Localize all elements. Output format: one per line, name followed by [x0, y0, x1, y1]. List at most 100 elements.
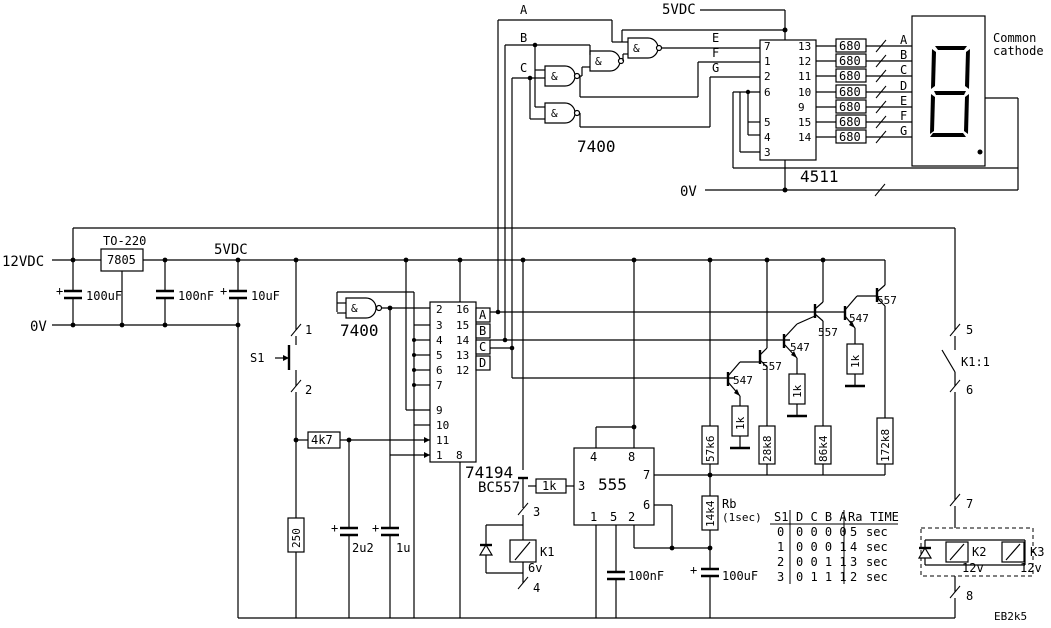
ic-4511: [759, 39, 817, 161]
ic-74194: [429, 301, 477, 463]
pin-label: 13: [798, 40, 811, 53]
resistor-label: 250: [290, 528, 303, 548]
pin-label: 12: [798, 55, 811, 68]
resistor-680: 680: [839, 100, 861, 114]
pin-label: 11: [436, 434, 449, 447]
segment-labels: A B C D E F G: [900, 33, 908, 138]
pin-label: 9: [436, 404, 443, 417]
line-label-e: E: [712, 31, 719, 45]
segment-label: C: [900, 63, 907, 77]
relay-contact-label: K1:1: [961, 355, 990, 369]
segment-label: E: [900, 94, 907, 108]
gate-symbol: &: [595, 55, 602, 68]
gate-symbol: &: [551, 70, 558, 83]
table-header: S1: [774, 510, 788, 524]
pin-label: 1: [436, 449, 443, 462]
gate-symbol: &: [351, 302, 358, 315]
relay-k2-k3-module: [920, 527, 1034, 577]
resistor-label: 86k4: [817, 435, 830, 462]
pin-label: 6: [436, 364, 443, 377]
resistor-680: 680: [839, 54, 861, 68]
pin-label: 1: [590, 510, 597, 524]
resistor-680: 680: [839, 39, 861, 53]
table-cell: sec: [866, 570, 888, 584]
label-12vdc: 12VDC: [2, 254, 44, 270]
display-title-cathode: cathode: [993, 44, 1044, 58]
relay-label: K1: [540, 545, 554, 559]
cap-label: 100nF: [628, 569, 664, 583]
pin-label: 10: [436, 419, 449, 432]
label-7400-mid: 7400: [340, 321, 379, 340]
relay-label: K2: [972, 545, 986, 559]
ic-555: [573, 447, 655, 526]
transistor-label: BC557: [478, 480, 520, 496]
pin-label: 4: [590, 450, 597, 464]
table-cell: 3: [850, 555, 857, 569]
pin-label: 8: [456, 449, 463, 462]
pin-label: 3: [764, 146, 771, 159]
display-title-common: Common: [993, 31, 1036, 45]
resistor-label: 4k7: [311, 433, 333, 447]
line-label-b: B: [520, 31, 527, 45]
pin-label: 5: [610, 510, 617, 524]
gate-symbol: &: [633, 42, 640, 55]
relay-terminal: 4: [533, 581, 540, 595]
resistor-label: 1k: [542, 479, 557, 493]
pin-label: 7: [436, 379, 443, 392]
switch-label: S1: [250, 351, 264, 365]
segment-label: G: [900, 124, 907, 138]
pin-label: 4: [436, 334, 443, 347]
table-cell: 4: [850, 540, 857, 554]
table-header: Ra: [848, 510, 862, 524]
resistor-label: 172k8: [879, 429, 892, 462]
top-nand-gates: & & & &: [544, 37, 663, 124]
ic-74194-left-pins: 2 3 4 5 6 7 9 10 11 1: [436, 303, 449, 462]
line-label-g: G: [712, 61, 719, 75]
table-cell: 0 0 1 1: [796, 555, 847, 569]
transistor-label: 547: [790, 341, 810, 354]
pin-label: 14: [456, 334, 470, 347]
pin-label: 9: [798, 101, 805, 114]
switch-terminal: 1: [305, 323, 312, 337]
cap-label: 100uF: [86, 289, 122, 303]
segment-resistors: 680 680 680 680 680 680 680: [835, 38, 867, 144]
table-header: TIME: [870, 510, 899, 524]
pin-label: 3: [436, 319, 443, 332]
shift-outputs: A B C D: [475, 307, 491, 371]
pin-label: 8: [628, 450, 635, 464]
capacitor-100nf: [156, 260, 174, 325]
label-5vdc: 5VDC: [214, 242, 248, 258]
svg-text:+: +: [220, 284, 227, 298]
resistor-label: 1k: [849, 354, 862, 368]
transistor-label: 547: [849, 312, 869, 325]
transistor-label: 557: [762, 360, 782, 373]
pin-label: 3: [578, 479, 585, 493]
pin-label: 15: [798, 116, 811, 129]
output-label: D: [479, 356, 486, 370]
resistor-label: 14k4: [704, 500, 717, 527]
pin-label: 2: [436, 303, 443, 316]
ic-4511-right-pins: 13 12 11 10 9 15 14: [798, 40, 812, 144]
timing-table: S1 D C B A Ra TIME 0 0 0 0 0 5 sec 1 0 0…: [770, 510, 899, 584]
label-to220: TO-220: [103, 234, 146, 248]
line-label-f: F: [712, 46, 719, 60]
pin-label: 7: [643, 468, 650, 482]
switch-terminal: 2: [305, 383, 312, 397]
table-cell: 2: [850, 570, 857, 584]
ic-555-pins: 4 8 7 3 6 1 5 2: [578, 450, 650, 524]
pin-label: 15: [456, 319, 469, 332]
cap-label: 100uF: [722, 569, 758, 583]
table-cell: 0 0 0 1: [796, 540, 847, 554]
output-label: B: [479, 324, 486, 338]
gate-symbol: &: [551, 107, 558, 120]
resistor-680: 680: [839, 130, 861, 144]
output-label: C: [479, 340, 486, 354]
line-label-a: A: [520, 3, 528, 17]
output-label: A: [479, 308, 487, 322]
segment-label: A: [900, 33, 908, 47]
pin-label: 1: [764, 55, 771, 68]
seven-segment-display: [911, 15, 986, 167]
ic-4511-left-pins: 7 1 2 6 5 4 3: [764, 40, 771, 159]
label-0v-top: 0V: [680, 184, 697, 200]
